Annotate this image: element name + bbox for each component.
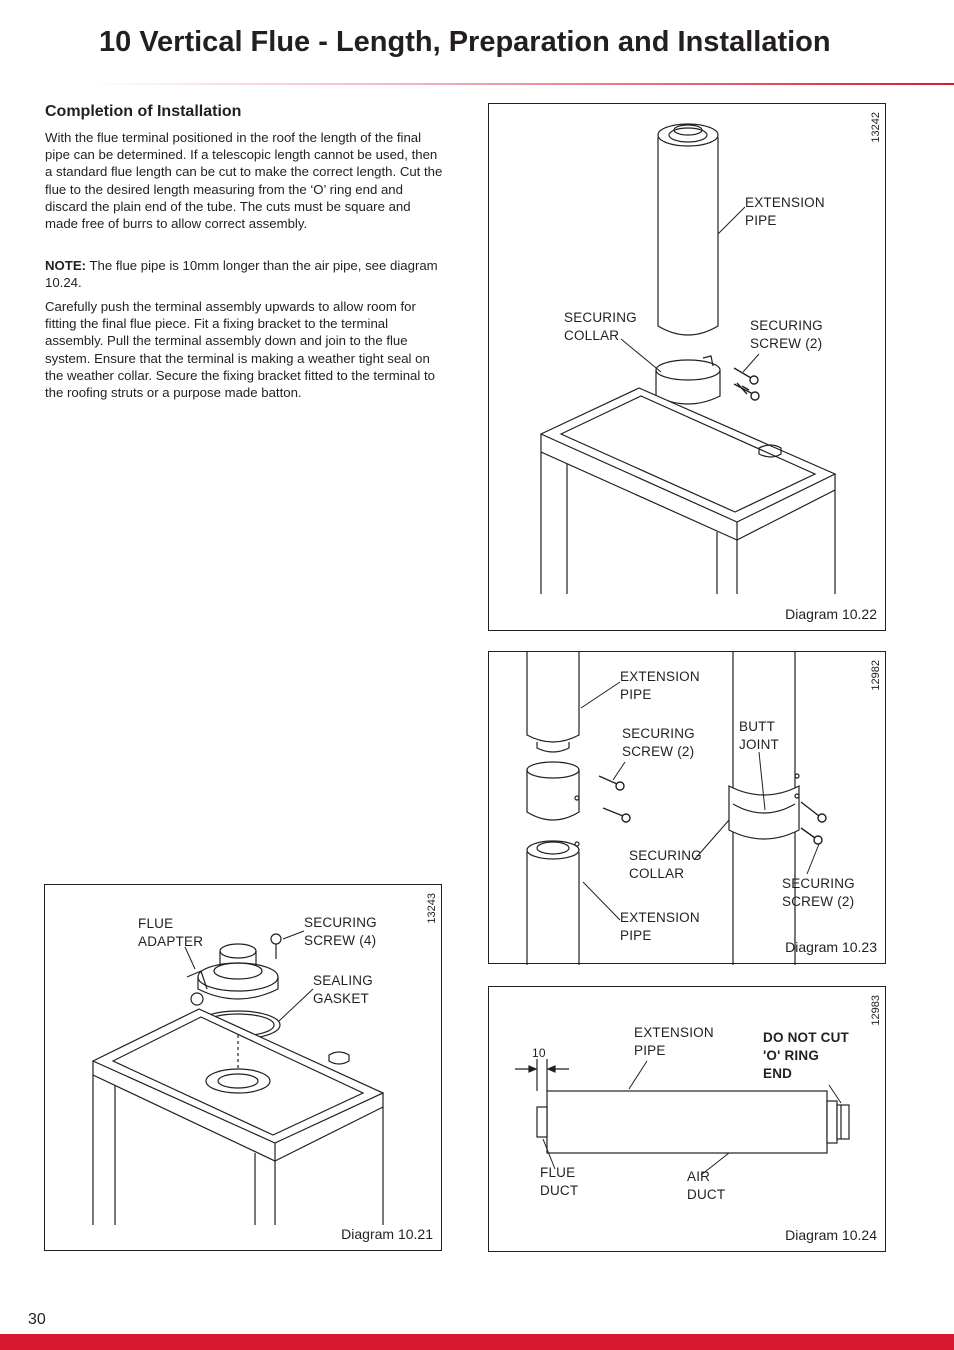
label-securing-screw-right: SECURING SCREW (2) xyxy=(782,876,855,909)
note-paragraph: NOTE: The flue pipe is 10mm longer than … xyxy=(45,257,445,291)
label-securing-screw: SECURING SCREW (2) xyxy=(750,318,823,351)
diagram-10-23: EXTENSION PIPE SECURING SCREW (2) BUTT J… xyxy=(488,651,886,965)
diagram-10-21-illustration xyxy=(91,933,385,1225)
diagram-caption: Diagram 10.24 xyxy=(785,1227,877,1243)
label-butt-joint: BUTT JOINT xyxy=(739,719,779,752)
diagram-ref-number: 13242 xyxy=(870,112,882,143)
section-heading: Completion of Installation xyxy=(45,103,242,120)
diagram-10-21: FLUE ADAPTER SECURING SCREW (4) SEALING … xyxy=(44,884,442,1251)
diagram-10-23-illustration xyxy=(526,652,827,965)
diagram-caption: Diagram 10.23 xyxy=(785,939,877,955)
label-do-not-cut: DO NOT CUT 'O' RING END xyxy=(763,1030,849,1081)
diagram-10-22: EXTENSION PIPE SECURING COLLAR SECURING … xyxy=(488,103,886,631)
label-extension-pipe: EXTENSION PIPE xyxy=(634,1025,714,1058)
diagram-10-23-leaders xyxy=(580,681,820,921)
diagram-caption: Diagram 10.21 xyxy=(341,1226,433,1242)
label-flue-adapter: FLUE ADAPTER xyxy=(138,916,204,949)
diagram-10-24-leaders xyxy=(542,1060,842,1176)
label-dimension: 10 xyxy=(532,1046,546,1060)
label-securing-collar: SECURING COLLAR xyxy=(564,310,637,343)
paragraph-terminal-assembly: Carefully push the terminal assembly upw… xyxy=(45,299,435,401)
diagram-10-22-leaders xyxy=(620,206,760,373)
label-extension-pipe-top: EXTENSION PIPE xyxy=(620,669,700,702)
diagram-10-21-leaders xyxy=(184,930,314,1022)
diagram-ref-number: 12983 xyxy=(870,995,882,1026)
label-securing-screw: SECURING SCREW (4) xyxy=(304,915,377,948)
label-extension-pipe-bottom: EXTENSION PIPE xyxy=(620,910,700,943)
title-divider xyxy=(90,83,954,85)
label-securing-screw-left: SECURING SCREW (2) xyxy=(622,726,695,759)
paragraph-cutting-instructions: With the flue terminal positioned in the… xyxy=(45,130,443,232)
footer-bar xyxy=(0,1334,954,1350)
diagram-ref-number: 13243 xyxy=(426,893,438,924)
note-label: NOTE: xyxy=(45,258,87,273)
diagram-10-24-illustration xyxy=(515,1059,850,1154)
note-text: The flue pipe is 10mm longer than the ai… xyxy=(45,258,438,291)
diagram-caption: Diagram 10.22 xyxy=(785,606,877,622)
label-securing-collar: SECURING COLLAR xyxy=(629,848,702,881)
label-extension-pipe: EXTENSION PIPE xyxy=(745,195,825,228)
page-number: 30 xyxy=(28,1311,46,1328)
page-title: 10 Vertical Flue - Length, Preparation a… xyxy=(99,26,831,58)
label-sealing-gasket: SEALING GASKET xyxy=(313,973,373,1006)
diagram-ref-number: 12982 xyxy=(870,660,882,691)
diagram-10-22-illustration xyxy=(539,123,837,594)
label-flue-duct: FLUE DUCT xyxy=(540,1165,579,1198)
diagram-10-24: 10 EXTENSION PIPE DO NOT CUT 'O' RING EN… xyxy=(488,986,886,1252)
